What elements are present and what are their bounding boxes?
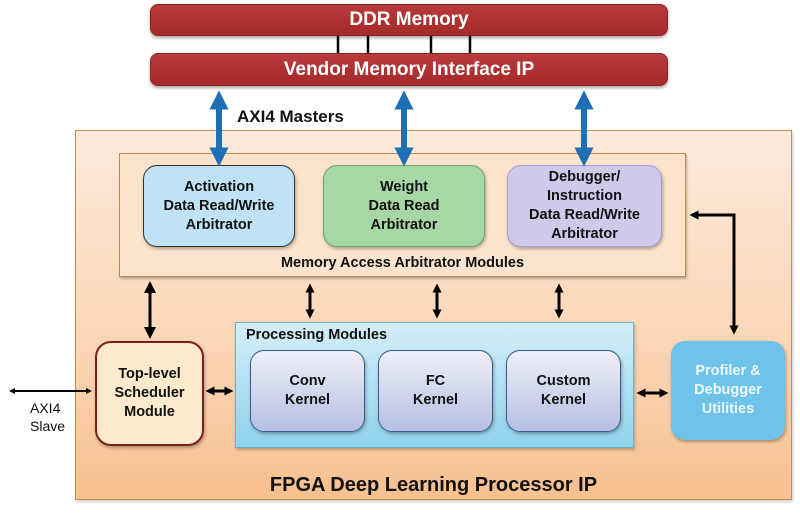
top-level-scheduler: Top-level Scheduler Module bbox=[95, 341, 204, 446]
ddr-memory-label: DDR Memory bbox=[349, 9, 469, 30]
axi4-masters-label: AXI4 Masters bbox=[237, 107, 344, 126]
weight-arbitrator: Weight Data Read Arbitrator bbox=[323, 165, 485, 247]
custom-kernel: Custom Kernel bbox=[506, 350, 621, 432]
processing-modules-label: Processing Modules bbox=[246, 327, 388, 343]
vendor-memory-interface-label: Vendor Memory Interface IP bbox=[283, 58, 535, 80]
profiler-debugger-utilities: Profiler & Debugger Utilities bbox=[671, 341, 785, 440]
arrow-debugger-profiler bbox=[689, 210, 739, 335]
ddr-bus-lines bbox=[336, 36, 472, 53]
container-title: FPGA Deep Learning Processor IP bbox=[269, 474, 598, 496]
fc-kernel: FC Kernel bbox=[378, 350, 493, 432]
conv-kernel: Conv Kernel bbox=[250, 350, 365, 432]
axi4-slave-label: AXI4 Slave bbox=[30, 400, 66, 434]
ddr-memory-block: DDR Memory bbox=[150, 4, 668, 36]
activation-arbitrator: Activation Data Read/Write Arbitrator bbox=[143, 165, 295, 247]
vendor-memory-interface-block: Vendor Memory Interface IP bbox=[150, 53, 668, 86]
debugger-instruction-arbitrator: Debugger/ Instruction Data Read/Write Ar… bbox=[507, 165, 662, 247]
memory-arbiter-label: Memory Access Arbitrator Modules bbox=[280, 255, 525, 271]
